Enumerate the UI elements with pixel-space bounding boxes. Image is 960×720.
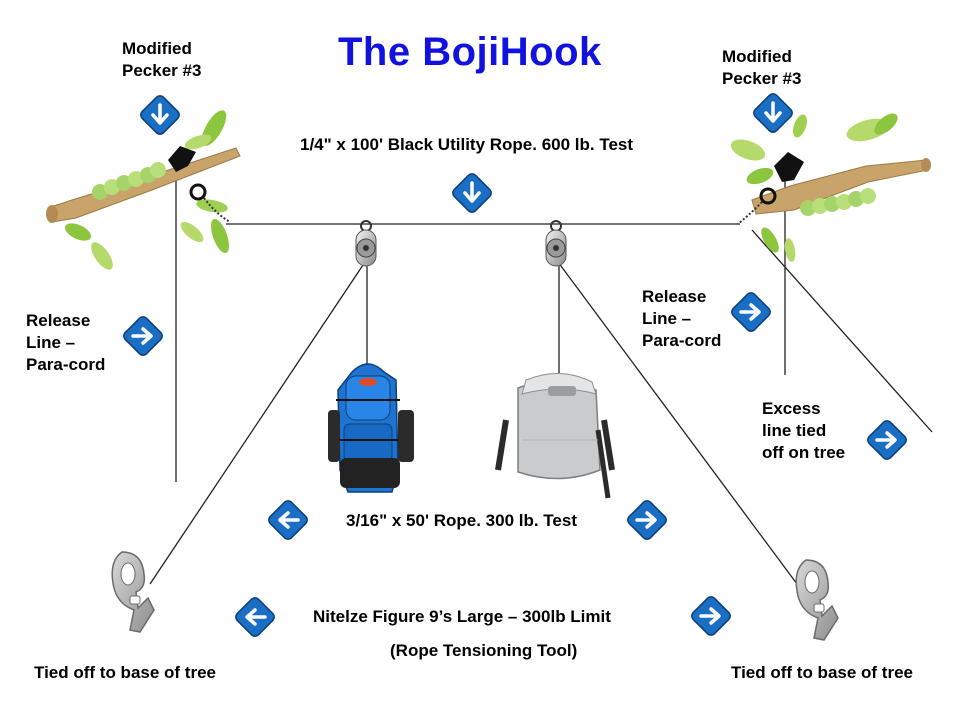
figure9-left	[111, 551, 155, 633]
label-release-line-left: Release Line – Para-cord	[26, 311, 106, 374]
figure9-right	[795, 559, 839, 641]
tree-branch-left	[46, 110, 241, 270]
arrow-right-icon-release-left	[123, 316, 163, 356]
arrow-right-icon-small-rope	[627, 500, 667, 540]
label-tied-off-right: Tied off to base of tree	[731, 663, 913, 682]
label-figure9: Nitelze Figure 9’s Large – 300lb Limit	[313, 607, 611, 626]
label-excess-line: Excess line tied off on tree	[762, 399, 846, 462]
label-tied-off-left: Tied off to base of tree	[34, 663, 216, 682]
arrow-left-icon-figure9	[235, 597, 275, 637]
label-release-line-right: Release Line – Para-cord	[642, 287, 722, 350]
arrow-left-icon-small-rope	[268, 500, 308, 540]
backpack-image	[328, 363, 414, 493]
arrow-right-icon-excess	[867, 420, 907, 460]
arrow-down-icon-modified-left	[140, 95, 180, 135]
drybag-image	[495, 372, 615, 499]
label-small-rope: 3/16" x 50' Rope. 300 lb. Test	[346, 511, 578, 530]
page-title: The BojiHook	[338, 30, 602, 74]
pulley-left	[355, 220, 377, 267]
tension-line-left	[149, 261, 366, 585]
arrow-right-icon-release-right	[731, 292, 771, 332]
label-modified-pecker-left: Modified Pecker #3	[122, 39, 202, 80]
tension-line-right	[557, 261, 801, 589]
label-modified-pecker-right: Modified Pecker #3	[722, 47, 802, 88]
arrow-down-icon-modified-right	[753, 93, 793, 133]
excess-line	[751, 229, 933, 433]
arrow-down-icon-main-rope	[452, 173, 492, 213]
pulley-right	[545, 220, 567, 267]
tree-branch-right	[730, 113, 931, 262]
label-main-rope: 1/4" x 100' Black Utility Rope. 600 lb. …	[300, 135, 634, 154]
arrow-right-icon-figure9	[691, 596, 731, 636]
label-tensioning-tool: (Rope Tensioning Tool)	[390, 641, 578, 660]
